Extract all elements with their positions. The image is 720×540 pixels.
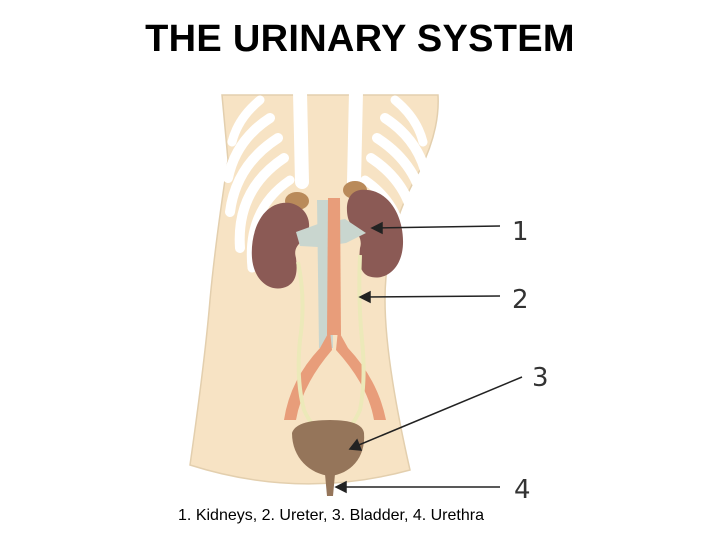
label-urethra: 4 xyxy=(514,475,531,505)
bladder-arrowhead xyxy=(348,438,363,451)
bladder xyxy=(292,420,365,476)
left-iliac-artery xyxy=(284,330,332,420)
figure-caption: 1. Kidneys, 2. Ureter, 3. Bladder, 4. Ur… xyxy=(178,507,484,524)
label-ureter: 2 xyxy=(512,285,529,315)
ureter-pointer-arrow xyxy=(363,295,501,298)
urethra-arrowhead xyxy=(334,480,347,494)
ribcage xyxy=(223,88,432,273)
urinary-system-diagram: 1 2 3 4 xyxy=(189,88,549,505)
bladder-pointer-arrow xyxy=(353,376,523,448)
right-iliac-artery xyxy=(336,330,386,420)
kidney-arrowhead xyxy=(370,221,383,235)
ureter-arrowhead xyxy=(358,290,371,304)
label-kidneys: 1 xyxy=(512,217,529,247)
label-bladder: 3 xyxy=(532,363,549,393)
left-kidney xyxy=(251,202,310,289)
aorta xyxy=(327,198,341,335)
page-title: THE URINARY SYSTEM xyxy=(145,18,575,60)
kidney-pointer-arrow xyxy=(375,225,501,229)
urethra xyxy=(325,474,335,496)
